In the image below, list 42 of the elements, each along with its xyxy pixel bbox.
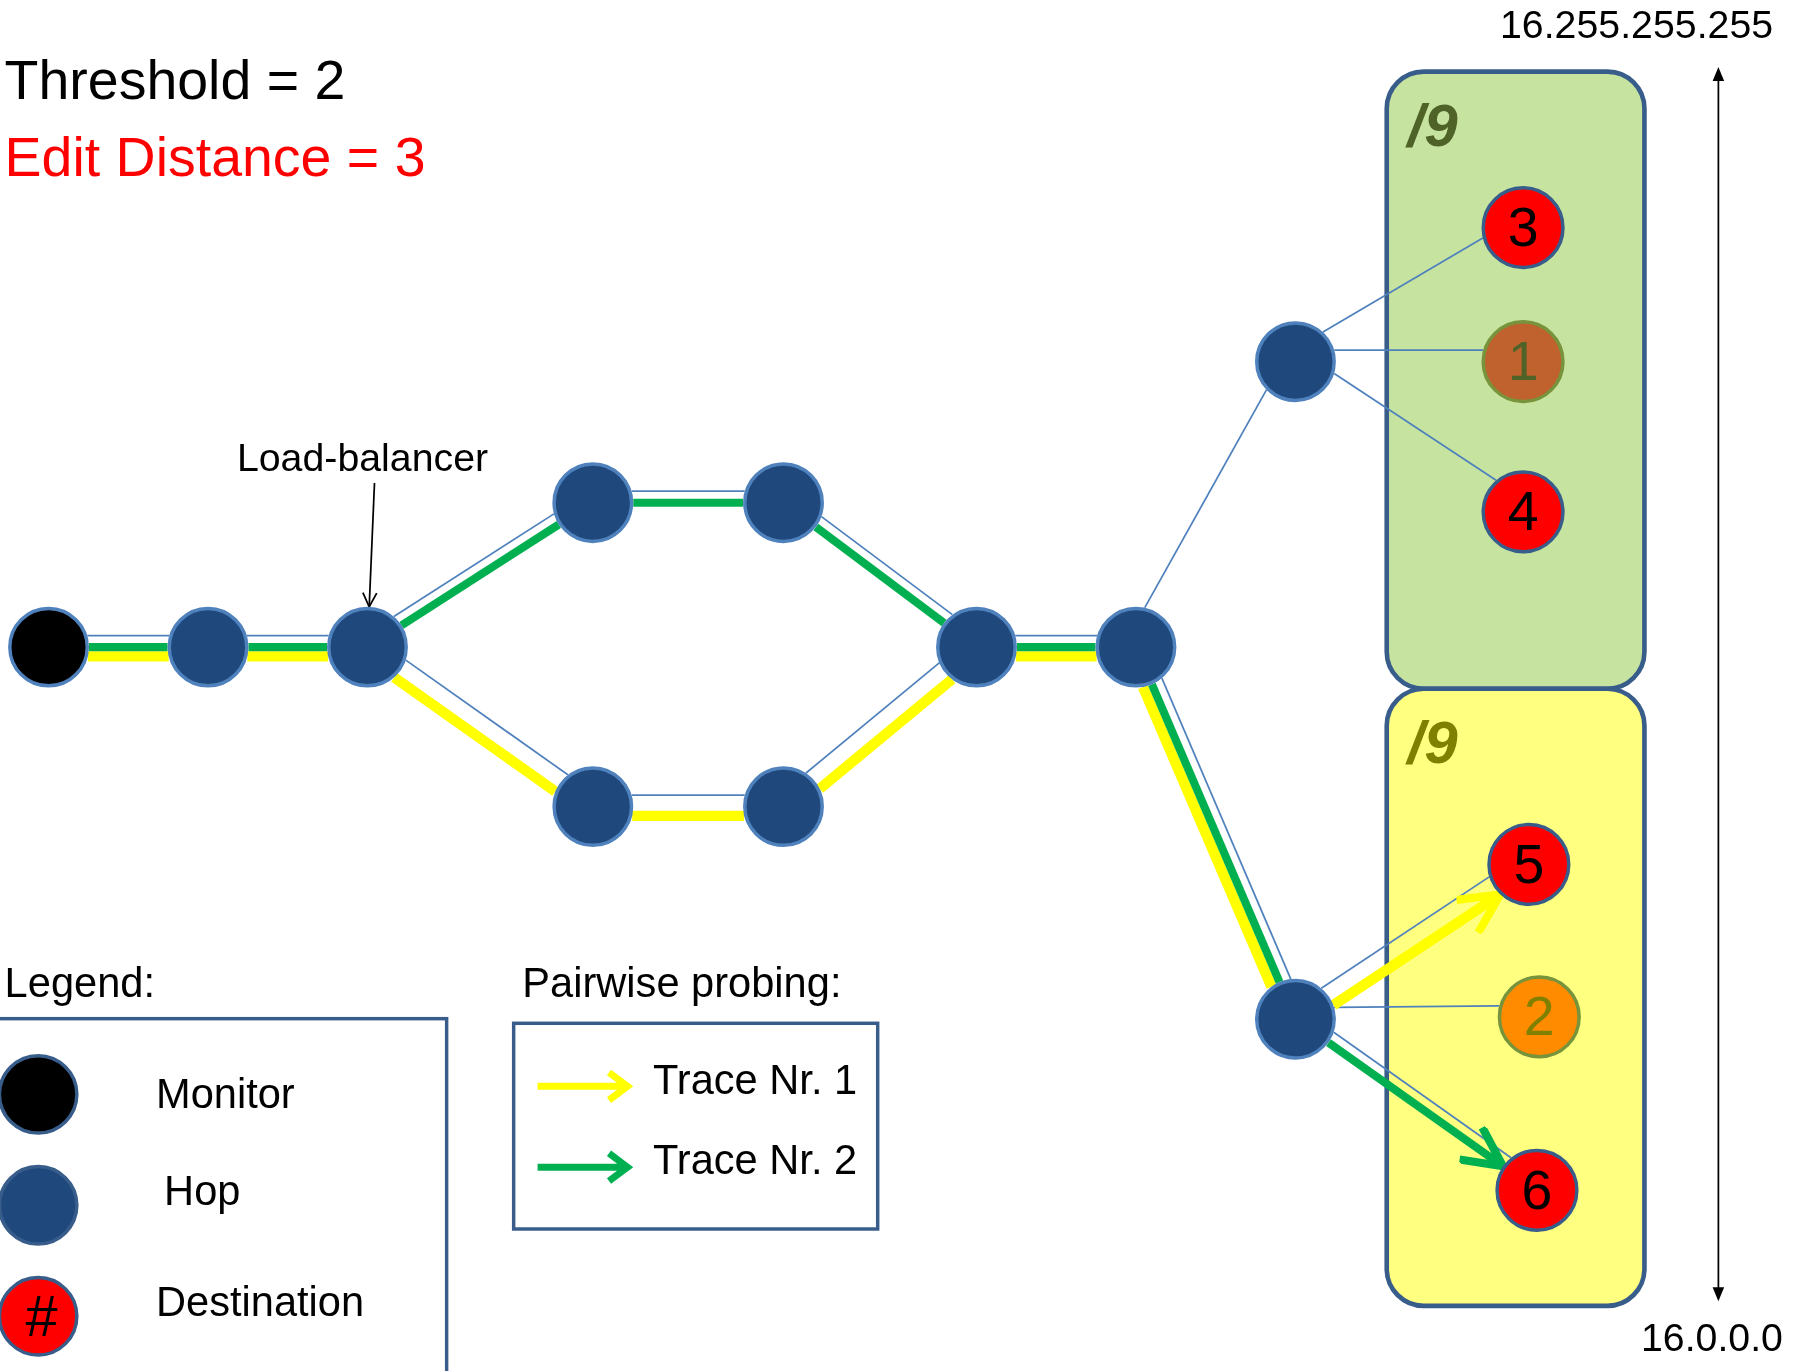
legend-label: Trace Nr. 1: [652, 1056, 858, 1105]
prefix-label: /9: [1407, 707, 1458, 777]
link-line: [245, 634, 330, 637]
node-number: 6: [1521, 1162, 1553, 1218]
link-line: [1333, 349, 1484, 351]
hop-node: [936, 606, 1017, 688]
link-line: [1014, 634, 1099, 637]
node-number: 2: [1523, 989, 1555, 1045]
leader-line: [362, 482, 378, 608]
annotation-text: Load-balancer: [236, 432, 515, 484]
link-line: [1322, 237, 1484, 333]
legend-label: Hop: [164, 1167, 241, 1216]
link-line: [1143, 389, 1268, 609]
trace-arrow: [1326, 1039, 1508, 1171]
node-number: 5: [1513, 836, 1545, 893]
legend-label: Destination: [156, 1278, 365, 1327]
link-line: [1320, 876, 1491, 990]
legend-label: Trace Nr. 2: [652, 1135, 858, 1185]
range-label: 16.255.255.255: [1500, 2, 1774, 48]
link-line: [404, 659, 569, 776]
trace-arrow: [1330, 890, 1505, 1010]
link-line: [1333, 372, 1497, 482]
range-label: 16.0.0.0: [1640, 1315, 1783, 1361]
section-heading: Pairwise probing:: [522, 959, 842, 1008]
link-line: [630, 794, 746, 796]
parameter-text: Edit Distance = 3: [4, 124, 426, 189]
prefix-label: /9: [1407, 90, 1458, 160]
link-line: [630, 490, 746, 492]
link-line: [1161, 677, 1292, 980]
legend-label: Monitor: [156, 1070, 295, 1119]
link-line: [805, 662, 941, 774]
section-heading: Legend:: [4, 959, 155, 1008]
link-line: [86, 634, 171, 637]
parameter-text: Threshold = 2: [4, 48, 346, 113]
node-number: 1: [1507, 333, 1539, 390]
link-line: [393, 513, 555, 618]
symbol-label: #: [25, 1282, 58, 1350]
node-number: 4: [1507, 484, 1539, 540]
link-line: [820, 515, 954, 616]
node-number: 3: [1507, 199, 1539, 256]
subnet-panel: [1384, 686, 1647, 1309]
link-line: [1332, 1031, 1512, 1159]
